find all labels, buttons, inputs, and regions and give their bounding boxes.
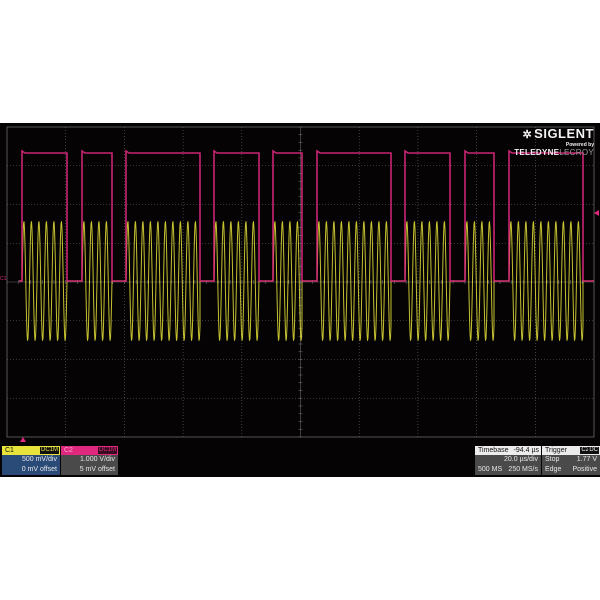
channel-2-label: C2 [64, 447, 73, 454]
trigger-state-row: Stop 1.77 V [542, 455, 600, 465]
trigger-level-marker[interactable] [594, 210, 599, 216]
teledyne-lecroy-text: TELEDYNELECROY [514, 148, 594, 157]
timebase-sampling: 500 MS 250 MS/s [475, 465, 541, 475]
timebase-info[interactable]: Timebase -94.4 µs 20.0 µs/div 500 MS 250… [475, 446, 541, 475]
channel-1-ground-marker[interactable]: C1 [0, 276, 7, 282]
channel-1-header[interactable]: C1 DC1M [2, 446, 60, 455]
trigger-type: Edge [545, 466, 562, 473]
siglent-logo-text: SIGLENT [534, 126, 594, 141]
channel-1-info[interactable]: C1 DC1M 500 mV/div 0 mV offset [2, 446, 60, 475]
trigger-coupling: DC [588, 447, 599, 454]
timebase-label: Timebase [478, 447, 509, 454]
siglent-logo-icon: ✲ [522, 129, 533, 141]
brand-logo: ✲SIGLENT Powered by TELEDYNELECROY [514, 126, 594, 158]
trigger-level: 1.77 V [576, 456, 597, 463]
channel-2-header[interactable]: C2 DC1M [61, 446, 118, 455]
channel-2-scale: 1.000 V/div [79, 456, 115, 463]
trigger-type-row: Edge Positive [542, 465, 600, 475]
graticule [6, 126, 595, 438]
trigger-source: C2 [580, 447, 590, 454]
trigger-header[interactable]: Trigger C2 DC [542, 446, 600, 455]
channel-1-label: C1 [5, 447, 14, 454]
trigger-info[interactable]: Trigger C2 DC Stop 1.77 V Edge Positive [542, 446, 600, 475]
timebase-scale: 20.0 µs/div [504, 456, 538, 463]
channel-2-offset: 5 mV offset [79, 466, 115, 473]
trigger-slope: Positive [572, 466, 597, 473]
channel-2-trace [19, 149, 594, 282]
powered-by-text: Powered by [565, 142, 594, 148]
timebase-delay: -94.4 µs [513, 447, 539, 454]
oscilloscope-screen: C1 ✲SIGLENT Powered by TELEDYNELECROY C1… [0, 123, 600, 477]
channel-2-info[interactable]: C2 DC1M 1.000 V/div 5 mV offset [61, 446, 118, 475]
sample-rate: 250 MS/s [508, 466, 538, 473]
channel-1-scale: 500 mV/div [21, 456, 57, 463]
channel-1-offset: 0 mV offset [21, 466, 57, 473]
waveform-display: C1 [0, 126, 599, 442]
channel-2-coupling: DC1M [97, 447, 117, 454]
timebase-header[interactable]: Timebase -94.4 µs [475, 446, 541, 455]
trigger-label: Trigger [545, 447, 567, 454]
trigger-state: Stop [545, 456, 560, 463]
trigger-position-marker[interactable] [20, 437, 26, 442]
channel-1-coupling: DC1M [39, 447, 59, 454]
memory-depth: 500 MS [478, 466, 503, 473]
